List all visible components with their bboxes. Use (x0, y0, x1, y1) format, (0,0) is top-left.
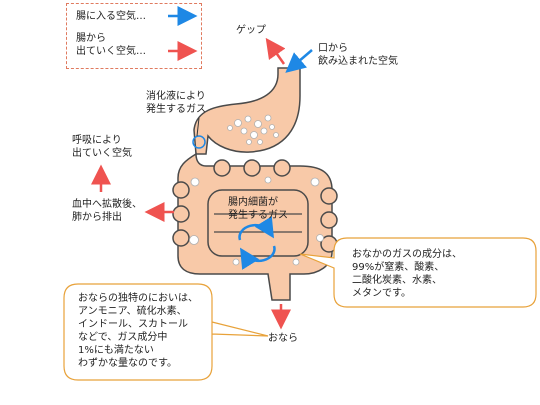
swallowed-air-label: 口から 飲み込まれた空気 (318, 43, 398, 67)
stomach (193, 67, 301, 155)
legend-box (66, 3, 202, 69)
breath-out-label: 呼吸により 出ていく空気 (72, 135, 132, 159)
legend-out-label: 腸から 出ていく空気… (76, 33, 146, 57)
stomach-bubbles (227, 114, 279, 145)
composition-bubble (299, 237, 537, 308)
burp-label: ゲップ (236, 25, 266, 36)
circulation-arrows (238, 216, 276, 270)
blood-label: 血中へ拡散後、 肺から排出 (72, 199, 142, 223)
digestive-gas-leader (196, 117, 200, 137)
fart-label: おなら (268, 333, 298, 344)
composition-note: おなかのガスの成分は、 99%が窒素、酸素、 二酸化炭素、水素、 メタンです。 (352, 249, 462, 299)
smell-bubble (63, 283, 269, 381)
digestive-gas-marker (192, 135, 206, 149)
swallowed-air-arrow (285, 49, 313, 73)
digestive-gas-label: 消化液により 発生するガス (146, 91, 206, 115)
legend-in-label: 腸に入る空気… (76, 11, 146, 22)
colon-bubbles (189, 176, 324, 266)
smell-note: おならの独特のにおいは、 アンモニア、硫化水素、 インドール、スカトール などで… (78, 293, 198, 369)
burp-arrow (265, 37, 286, 65)
bacteria-gas-label: 腸内細菌が 発生するガス (228, 197, 288, 221)
